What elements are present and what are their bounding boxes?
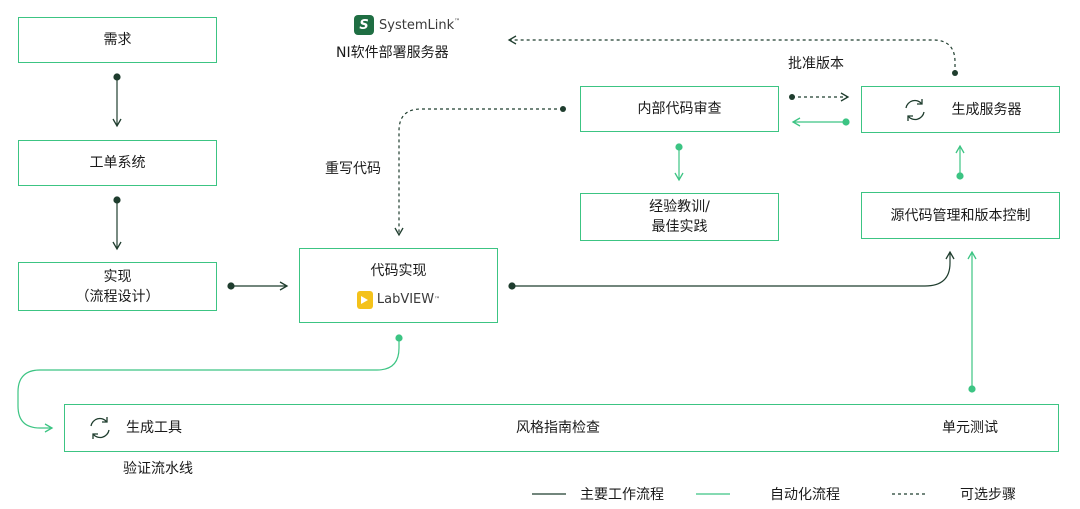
solid-dark-line-swatch bbox=[532, 493, 566, 495]
ticket-system-label: 工单系统 bbox=[89, 155, 146, 171]
systemlink-text: SystemLink bbox=[379, 17, 455, 33]
systemlink-trademark: ™ bbox=[454, 17, 461, 25]
requirements-label: 需求 bbox=[103, 32, 132, 48]
lessons-learned-box: 经验教训/ 最佳实践 bbox=[580, 193, 779, 241]
legend-automated-workflow: 自动化流程 bbox=[696, 484, 840, 504]
build-tool-label: 生成工具 bbox=[126, 420, 182, 436]
requirements-box: 需求 bbox=[18, 17, 217, 63]
implementation-label: 实现 bbox=[103, 268, 132, 285]
implementation-sublabel: （流程设计） bbox=[75, 288, 160, 305]
verification-pipeline-box: 生成工具 风格指南检查 单元测试 bbox=[64, 404, 1059, 452]
systemlink-logo: S SystemLink™ bbox=[354, 15, 460, 35]
ni-server-label: NI软件部署服务器 bbox=[336, 45, 449, 61]
systemlink-icon: S bbox=[354, 15, 374, 35]
lessons-label: 经验教训/ bbox=[649, 199, 710, 215]
ticket-system-box: 工单系统 bbox=[18, 140, 217, 186]
labview-logo: LabVIEW™ bbox=[356, 290, 441, 310]
legend-automated-workflow-label: 自动化流程 bbox=[770, 487, 840, 503]
main-workflow-lines bbox=[112, 73, 955, 291]
source-control-box: 源代码管理和版本控制 bbox=[861, 192, 1060, 239]
legend-main-workflow-label: 主要工作流程 bbox=[580, 487, 664, 503]
build-server-box: 生成服务器 bbox=[861, 86, 1060, 133]
lessons-sublabel: 最佳实践 bbox=[651, 219, 708, 235]
labview-text: LabVIEW bbox=[376, 292, 435, 307]
legend-main-workflow: 主要工作流程 bbox=[532, 484, 664, 504]
solid-green-line-swatch bbox=[696, 493, 730, 495]
build-server-label: 生成服务器 bbox=[951, 101, 1022, 118]
code-review-label: 内部代码审查 bbox=[637, 101, 722, 117]
labview-icon bbox=[356, 291, 373, 309]
refresh-icon bbox=[90, 417, 110, 439]
verification-pipeline-label: 验证流水线 bbox=[123, 461, 193, 477]
code-implementation-box: 代码实现 LabVIEW™ bbox=[299, 248, 498, 323]
approve-version-label: 批准版本 bbox=[788, 56, 844, 72]
code-implementation-label: 代码实现 bbox=[370, 263, 427, 279]
dashed-line-swatch bbox=[892, 493, 926, 495]
code-review-box: 内部代码审查 bbox=[580, 86, 779, 132]
labview-trademark: ™ bbox=[434, 296, 441, 303]
unit-test-label: 单元测试 bbox=[942, 420, 998, 436]
rewrite-code-label: 重写代码 bbox=[325, 161, 381, 177]
legend-optional-step: 可选步骤 bbox=[892, 484, 1016, 504]
source-control-label: 源代码管理和版本控制 bbox=[890, 207, 1031, 224]
implementation-box: 实现 （流程设计） bbox=[18, 262, 217, 311]
style-check-label: 风格指南检查 bbox=[516, 420, 600, 436]
legend-optional-step-label: 可选步骤 bbox=[960, 487, 1016, 503]
refresh-icon bbox=[904, 98, 925, 121]
